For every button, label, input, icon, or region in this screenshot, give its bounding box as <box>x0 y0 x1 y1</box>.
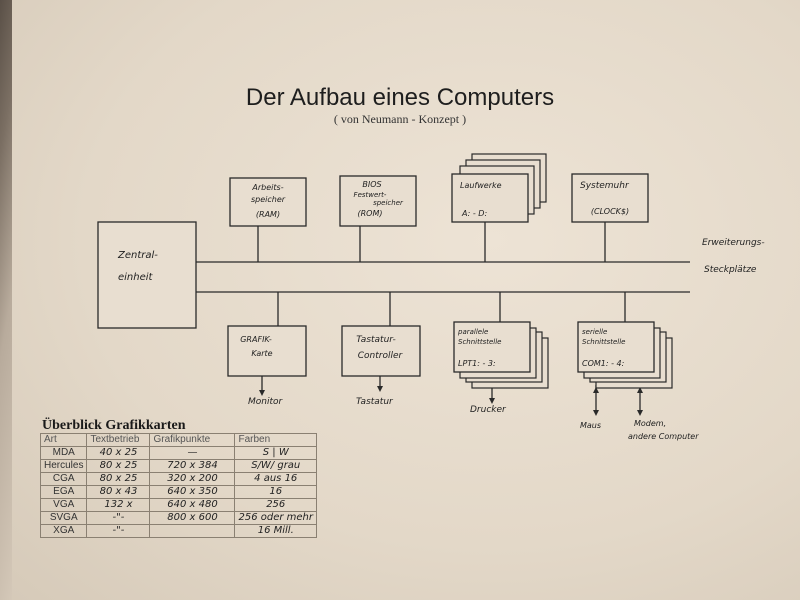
cell-pixels <box>149 524 236 538</box>
modem-label-1: Modem, <box>634 419 666 428</box>
cell-text-mode: 132 x <box>86 498 151 512</box>
clock-label-1: Systemuhr <box>580 181 630 191</box>
table-row: Hercules 80 x 25 720 x 384 S/W/ grau <box>39 459 317 473</box>
graphics-label-1: GRAFIK- <box>240 335 272 344</box>
column-header-art: Art <box>39 433 88 447</box>
mouse-arrow-up-icon <box>593 387 599 393</box>
page-title: Der Aufbau eines Computers <box>245 84 555 111</box>
cell-pixels: — <box>149 446 236 460</box>
table-row: MDA 40 x 25 — S | W <box>39 446 317 460</box>
keyboard-arrow-icon <box>377 386 383 392</box>
keyboard-controller-block: Tastatur- Controller <box>341 325 421 377</box>
expansion-label-2: Steckplätze <box>704 265 757 275</box>
cell-colors: 4 aus 16 <box>234 472 317 486</box>
serial-label-2: Schnittstelle <box>582 338 626 346</box>
drives-label-1: Laufwerke <box>460 181 502 190</box>
parallel-label-1: parallele <box>457 328 488 336</box>
cell-pixels: 640 x 350 <box>149 485 236 499</box>
serial-port-block: serielle Schnittstelle COM1: - 4: <box>577 321 673 389</box>
table-row: VGA 132 x 640 x 480 256 <box>39 498 317 512</box>
cell-pixels: 320 x 200 <box>149 472 236 486</box>
table-header-row: Art Textbetrieb Grafikpunkte Farben <box>39 433 317 447</box>
cell-text-mode: 80 x 25 <box>86 472 151 486</box>
bios-label-3: speicher <box>373 199 404 207</box>
expansion-label-1: Erweiterungs- <box>702 238 765 248</box>
ram-label-3: (RAM) <box>256 210 280 219</box>
table-row: CGA 80 x 25 320 x 200 4 aus 16 <box>39 472 317 486</box>
cell-pixels: 720 x 384 <box>149 459 236 473</box>
parallel-label-3: LPT1: - 3: <box>458 359 496 368</box>
cell-art: EGA <box>39 485 88 499</box>
cell-text-mode: 40 x 25 <box>86 446 151 460</box>
drives-label-2: A: - D: <box>461 209 487 218</box>
page-subtitle: ( von Neumann - Konzept ) <box>333 112 467 126</box>
mouse-label: Maus <box>580 421 601 430</box>
column-header-text-mode: Textbetrieb <box>86 433 151 447</box>
clock-block: Systemuhr (CLOCK$) <box>571 173 649 223</box>
keyboard-ctrl-label-2: Controller <box>358 351 404 361</box>
cell-colors: 16 Mill. <box>234 524 317 538</box>
cell-art: Hercules <box>39 459 88 473</box>
cell-text-mode: -"- <box>86 524 151 538</box>
ram-label-2: speicher <box>251 195 286 204</box>
keyboard-label: Tastatur <box>356 397 394 407</box>
cell-text-mode: 80 x 43 <box>86 485 151 499</box>
bios-label-2: Festwert- <box>354 191 387 199</box>
cpu-block: Zentral- einheit <box>97 221 197 329</box>
serial-label-3: COM1: - 4: <box>582 359 625 368</box>
graphics-label-2: Karte <box>251 349 272 358</box>
column-header-colors: Farben <box>234 433 317 447</box>
table-row: EGA 80 x 43 640 x 350 16 <box>39 485 317 499</box>
table-title: Überblick Grafikkarten <box>42 418 186 433</box>
cell-art: CGA <box>39 472 88 486</box>
table-row: XGA -"- 16 Mill. <box>39 524 317 538</box>
monitor-arrow-icon <box>259 390 265 396</box>
monitor-label: Monitor <box>248 397 284 407</box>
column-header-pixels: Grafikpunkte <box>149 433 236 447</box>
bios-block: BIOS Festwert- speicher (ROM) <box>339 175 417 227</box>
clock-label-2: (CLOCK$) <box>591 207 629 216</box>
serial-label-1: serielle <box>582 328 607 336</box>
graphics-cards-table: Art Textbetrieb Grafikpunkte Farben MDA … <box>39 433 317 538</box>
parallel-port-block: parallele Schnittstelle LPT1: - 3: <box>453 321 549 389</box>
table-row: SVGA -"- 800 x 600 256 oder mehr <box>39 511 317 525</box>
cell-text-mode: 80 x 25 <box>86 459 151 473</box>
printer-arrow-icon <box>489 398 495 404</box>
cell-colors: 256 <box>234 498 317 512</box>
bios-label-4: (ROM) <box>358 209 383 218</box>
graphics-card-block: GRAFIK- Karte <box>227 325 307 377</box>
cell-colors: S | W <box>234 446 317 460</box>
cell-art: MDA <box>39 446 88 460</box>
cell-colors: S/W/ grau <box>234 459 317 473</box>
ram-label-1: Arbeits- <box>251 183 283 192</box>
ram-block: Arbeits- speicher (RAM) <box>229 177 307 227</box>
cell-colors: 16 <box>234 485 317 499</box>
cpu-label-2: einheit <box>118 272 154 283</box>
drives-block: Laufwerke A: - D: <box>451 153 547 223</box>
parallel-label-2: Schnittstelle <box>458 338 502 346</box>
keyboard-ctrl-label-1: Tastatur- <box>356 335 396 345</box>
printer-label: Drucker <box>470 405 507 415</box>
modem-arrow-up-icon <box>637 387 643 393</box>
cell-pixels: 640 x 480 <box>149 498 236 512</box>
modem-label-2: andere Computer <box>628 432 699 441</box>
modem-arrow-down-icon <box>637 410 643 416</box>
cell-art: SVGA <box>39 511 88 525</box>
cpu-label-1: Zentral- <box>117 250 158 261</box>
cell-text-mode: -"- <box>86 511 151 525</box>
cell-art: VGA <box>39 498 88 512</box>
cell-art: XGA <box>39 524 88 538</box>
bios-label-1: BIOS <box>362 180 381 189</box>
cell-colors: 256 oder mehr <box>234 511 317 525</box>
mouse-arrow-down-icon <box>593 410 599 416</box>
cell-pixels: 800 x 600 <box>149 511 236 525</box>
